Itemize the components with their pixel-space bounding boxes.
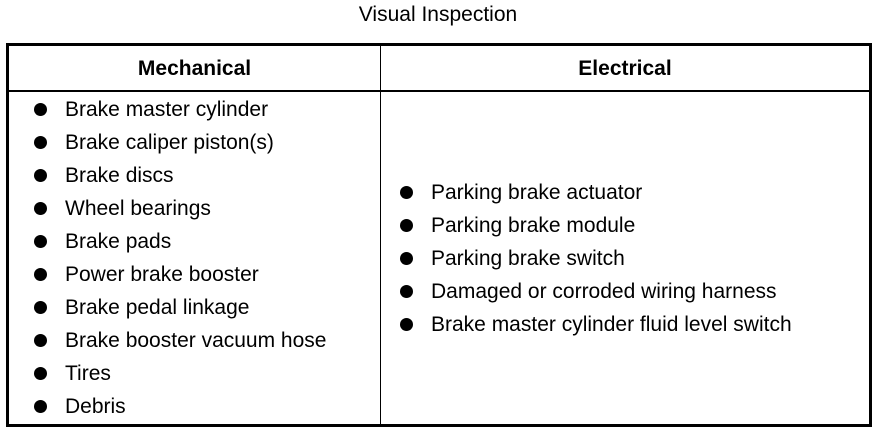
list-item-label: Brake caliper piston(s)	[65, 131, 274, 154]
bullet-icon	[34, 136, 47, 149]
list-item: Brake pads	[27, 225, 326, 258]
bullet-icon	[400, 252, 413, 265]
list-item: Brake caliper piston(s)	[27, 126, 326, 159]
list-item-label: Debris	[65, 395, 126, 418]
list-item-label: Wheel bearings	[65, 197, 211, 220]
list-item-label: Power brake booster	[65, 263, 259, 286]
bullet-icon	[34, 169, 47, 182]
bullet-icon	[34, 301, 47, 314]
list-item: Damaged or corroded wiring harness	[393, 275, 792, 308]
list-item-label: Damaged or corroded wiring harness	[431, 280, 777, 303]
electrical-column-header: Electrical	[578, 57, 672, 80]
list-item-label: Parking brake module	[431, 214, 636, 237]
list-item: Debris	[27, 390, 326, 423]
bullet-icon	[400, 318, 413, 331]
list-item: Parking brake module	[393, 209, 792, 242]
list-item: Brake booster vacuum hose	[27, 324, 326, 357]
bullet-icon	[34, 202, 47, 215]
list-item: Wheel bearings	[27, 192, 326, 225]
page-title: Visual Inspection	[358, 3, 518, 26]
list-item-label: Tires	[65, 362, 111, 385]
bullet-icon	[34, 103, 47, 116]
list-item-label: Parking brake switch	[431, 247, 625, 270]
mechanical-list: Brake master cylinder Brake caliper pist…	[27, 93, 326, 423]
bullet-icon	[34, 334, 47, 347]
list-item-label: Brake pads	[65, 230, 172, 253]
mechanical-column-header: Mechanical	[137, 57, 252, 80]
list-item: Power brake booster	[27, 258, 326, 291]
list-item-label: Brake master cylinder fluid level switch	[431, 313, 792, 336]
list-item: Brake master cylinder	[27, 93, 326, 126]
bullet-icon	[34, 400, 47, 413]
list-item-label: Brake master cylinder	[65, 98, 269, 121]
list-item: Brake discs	[27, 159, 326, 192]
list-item-label: Brake discs	[65, 164, 174, 187]
electrical-list: Parking brake actuator Parking brake mod…	[393, 176, 792, 341]
bullet-icon	[400, 186, 413, 199]
list-item-label: Parking brake actuator	[431, 181, 643, 204]
list-item: Parking brake actuator	[393, 176, 792, 209]
list-item: Tires	[27, 357, 326, 390]
list-item-label: Brake pedal linkage	[65, 296, 250, 319]
table-header-row: Mechanical Electrical	[9, 46, 869, 92]
list-item: Parking brake switch	[393, 242, 792, 275]
bullet-icon	[400, 219, 413, 232]
bullet-icon	[34, 268, 47, 281]
inspection-table: Mechanical Electrical Brake master cylin…	[6, 43, 872, 427]
bullet-icon	[34, 367, 47, 380]
bullet-icon	[34, 235, 47, 248]
column-divider	[380, 46, 381, 424]
list-item: Brake master cylinder fluid level switch	[393, 308, 792, 341]
bullet-icon	[400, 285, 413, 298]
list-item: Brake pedal linkage	[27, 291, 326, 324]
list-item-label: Brake booster vacuum hose	[65, 329, 327, 352]
